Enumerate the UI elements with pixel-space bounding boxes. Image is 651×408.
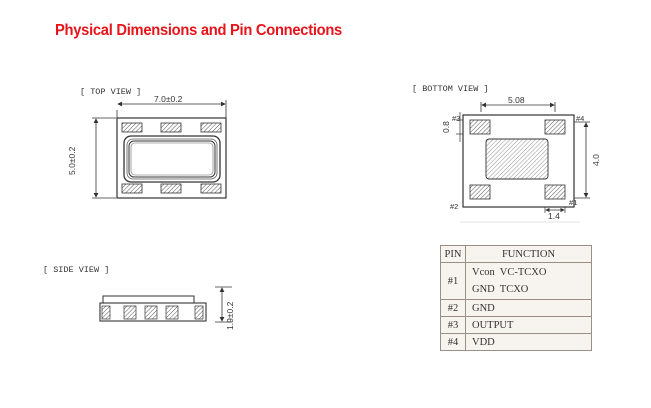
pin-cell: #1 bbox=[440, 262, 466, 300]
side-view-height-dim: 1.9±0.2 bbox=[225, 301, 235, 330]
function-cell: Vcon VC-TCXO GND TCXO bbox=[465, 262, 592, 300]
pin-label-4: #4 bbox=[576, 114, 585, 123]
bottom-view-body-height-dim: 4.0 bbox=[591, 154, 601, 166]
page-title: Physical Dimensions and Pin Connections bbox=[55, 22, 342, 39]
top-view-label: [ TOP VIEW ] bbox=[80, 87, 142, 97]
bottom-view-pad-width-dim: 1.4 bbox=[548, 211, 560, 221]
pin-cell: #4 bbox=[440, 333, 466, 351]
table-header-row: PIN FUNCTION bbox=[440, 245, 592, 263]
bottom-view-pitch-dim: 5.08 bbox=[508, 95, 525, 105]
function-line: Vcon VC-TCXO bbox=[472, 267, 547, 278]
top-view-height-dim: 5.0±0.2 bbox=[67, 146, 77, 175]
function-cell: OUTPUT bbox=[465, 316, 592, 334]
pin-label-3: #3 bbox=[452, 114, 461, 123]
pin-label-2: #2 bbox=[450, 202, 459, 211]
side-view-label: [ SIDE VIEW ] bbox=[43, 265, 110, 275]
table-row: #1 Vcon VC-TCXO GND TCXO bbox=[440, 262, 592, 300]
bottom-view-label: [ BOTTOM VIEW ] bbox=[412, 84, 489, 94]
table-row: #4 VDD bbox=[440, 333, 592, 351]
function-line: GND TCXO bbox=[472, 284, 529, 295]
pin-cell: #2 bbox=[440, 299, 466, 317]
top-view-width-dim: 7.0±0.2 bbox=[154, 94, 183, 104]
function-cell: VDD bbox=[465, 333, 592, 351]
pin-label-1: #1 bbox=[569, 198, 578, 207]
table-row: #2 GND bbox=[440, 299, 592, 317]
table-header-pin: PIN bbox=[440, 245, 466, 263]
pin-cell: #3 bbox=[440, 316, 466, 334]
table-row: #3 OUTPUT bbox=[440, 316, 592, 334]
bottom-view-pad-height-dim: 0.8 bbox=[441, 121, 451, 133]
pin-function-table: PIN FUNCTION #1 Vcon VC-TCXO GND TCXO #2… bbox=[440, 245, 592, 351]
table-header-function: FUNCTION bbox=[465, 245, 592, 263]
function-cell: GND bbox=[465, 299, 592, 317]
